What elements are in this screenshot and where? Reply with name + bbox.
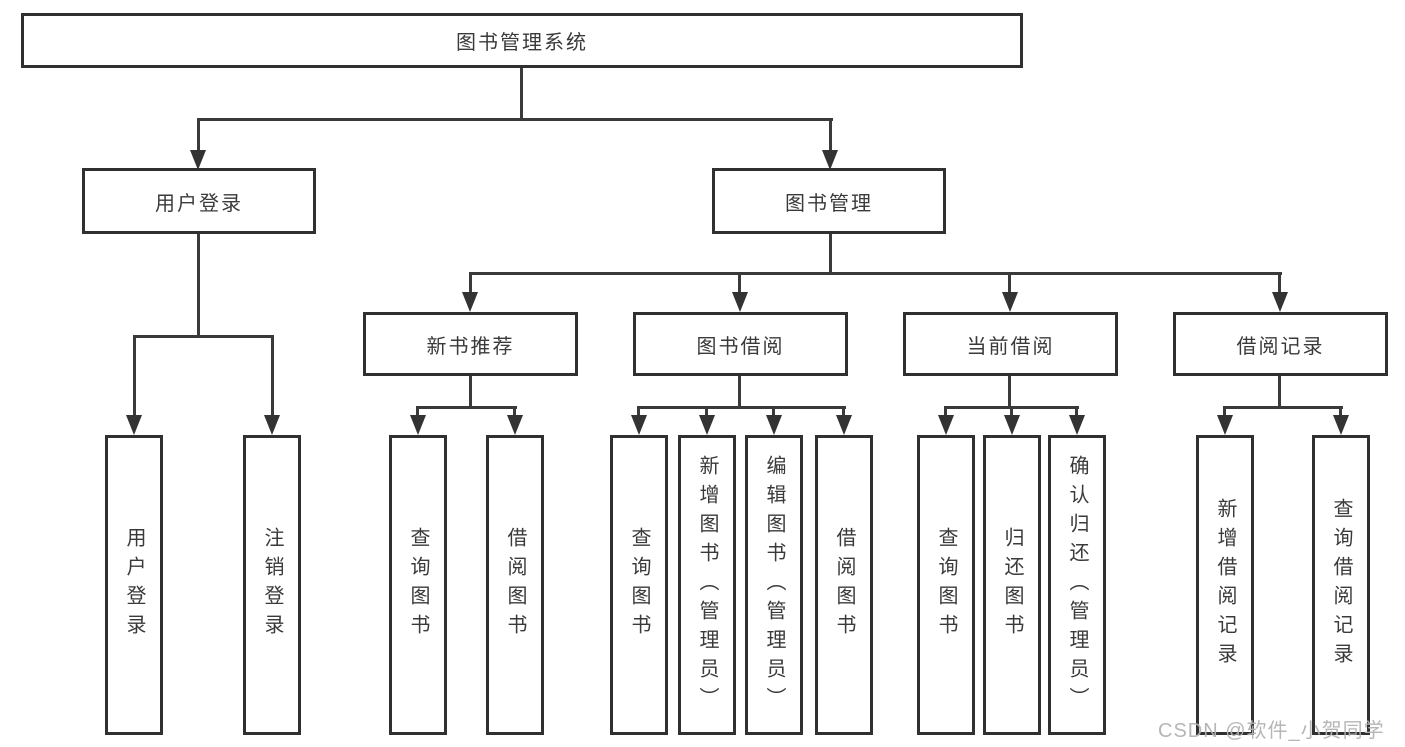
leaf-current-return-book: 归还图书 <box>983 435 1041 735</box>
connector-line <box>133 335 136 417</box>
arrow-down-icon <box>264 415 280 435</box>
leaf-recommend-borrow-book: 借阅图书 <box>486 435 544 735</box>
connector-line <box>1008 374 1011 408</box>
leaf-borrow-query-book: 查询图书 <box>610 435 668 735</box>
connector-line <box>469 272 472 294</box>
connector-line <box>944 406 947 418</box>
csdn-watermark: CSDN @软件_小贺同学 <box>1158 720 1385 742</box>
connector-line <box>416 406 517 409</box>
connector-line <box>842 406 845 418</box>
arrow-down-icon <box>732 292 748 312</box>
arrow-down-icon <box>190 150 206 170</box>
arrow-down-icon <box>1333 415 1349 435</box>
connector-line <box>1223 406 1343 409</box>
leaf-recommend-query-book: 查询图书 <box>389 435 447 735</box>
arrow-down-icon <box>766 415 782 435</box>
arrow-down-icon <box>1002 292 1018 312</box>
leaf-record-query-record: 查询借阅记录 <box>1312 435 1370 735</box>
leaf-borrow-edit-book-admin: 编辑图书（管理员） <box>745 435 803 735</box>
connector-line <box>1075 406 1078 418</box>
connector-line <box>738 272 741 294</box>
connector-line <box>197 118 200 154</box>
arrow-down-icon <box>1217 415 1233 435</box>
connector-line <box>1339 406 1342 418</box>
node-current-borrow: 当前借阅 <box>903 312 1118 376</box>
connector-line <box>705 406 708 418</box>
leaf-current-query-book: 查询图书 <box>917 435 975 735</box>
arrow-down-icon <box>1004 415 1020 435</box>
connector-line <box>637 406 846 409</box>
connector-line <box>469 374 472 408</box>
arrow-down-icon <box>631 415 647 435</box>
connector-line <box>416 406 419 418</box>
connector-line <box>1278 272 1281 294</box>
connector-line <box>1278 374 1281 408</box>
arrow-down-icon <box>410 415 426 435</box>
arrow-down-icon <box>836 415 852 435</box>
node-user-login: 用户登录 <box>82 168 316 234</box>
node-book-management: 图书管理 <box>712 168 946 234</box>
connector-line <box>1008 272 1011 294</box>
arrow-down-icon <box>462 292 478 312</box>
arrow-down-icon <box>822 150 838 170</box>
arrow-down-icon <box>938 415 954 435</box>
leaf-borrow-borrow-book: 借阅图书 <box>815 435 873 735</box>
connector-line <box>829 232 832 274</box>
leaf-user-login: 用户登录 <box>105 435 163 735</box>
node-new-book-recommend: 新书推荐 <box>363 312 578 376</box>
connector-line <box>469 272 1282 275</box>
connector-line <box>829 118 832 154</box>
node-borrow-record: 借阅记录 <box>1173 312 1388 376</box>
connector-line <box>738 374 741 408</box>
connector-line <box>1223 406 1226 418</box>
connector-line <box>271 335 274 417</box>
node-book-borrow: 图书借阅 <box>633 312 848 376</box>
connector-line <box>197 118 833 121</box>
leaf-current-confirm-return-admin: 确认归还（管理员） <box>1048 435 1106 735</box>
leaf-borrow-add-book-admin: 新增图书（管理员） <box>678 435 736 735</box>
connector-line <box>520 66 523 120</box>
leaf-record-add-record: 新增借阅记录 <box>1196 435 1254 735</box>
connector-line <box>637 406 640 418</box>
connector-line <box>772 406 775 418</box>
arrow-down-icon <box>126 415 142 435</box>
arrow-down-icon <box>1272 292 1288 312</box>
connector-line <box>1010 406 1013 418</box>
leaf-logout: 注销登录 <box>243 435 301 735</box>
connector-line <box>513 406 516 418</box>
node-root-system: 图书管理系统 <box>21 13 1023 68</box>
arrow-down-icon <box>507 415 523 435</box>
arrow-down-icon <box>1069 415 1085 435</box>
connector-line <box>133 335 274 338</box>
connector-line <box>197 232 200 337</box>
arrow-down-icon <box>699 415 715 435</box>
